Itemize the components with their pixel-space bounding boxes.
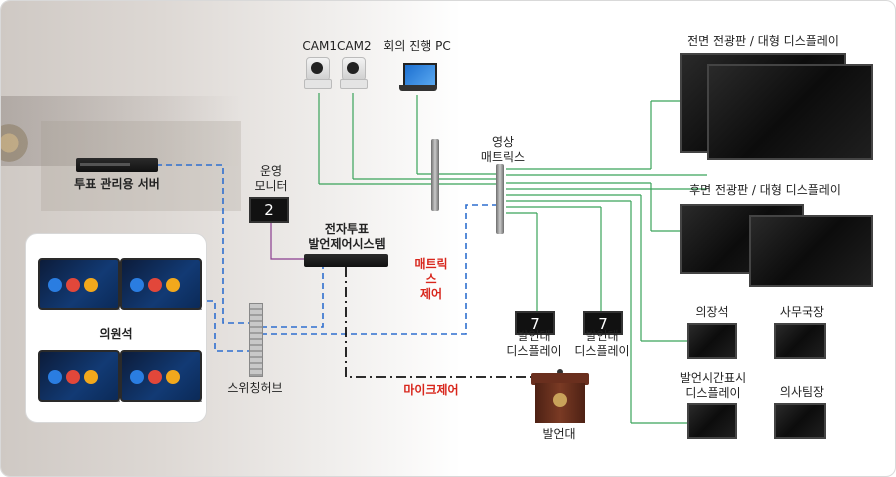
timer-display-label: 발언시간표시 디스플레이 xyxy=(679,371,747,400)
front-display-device xyxy=(707,64,873,160)
abstain-button-icon xyxy=(84,278,98,292)
clerk-display xyxy=(774,403,826,439)
matrix-device xyxy=(496,164,504,234)
podium-display-2-number: 7 xyxy=(598,315,608,333)
members-panel: 의원석 xyxy=(25,233,207,423)
switching-hub-label: 스위칭허브 xyxy=(227,381,283,395)
rear-display-device xyxy=(749,215,873,287)
voting-system-device xyxy=(304,254,388,267)
yes-button-icon xyxy=(48,278,62,292)
video-matrix-label: 영상 매트릭스 xyxy=(480,135,526,164)
member-tablet xyxy=(120,258,202,310)
podium-display-1-label: 발언대 디스플레이 xyxy=(506,329,562,358)
secretariat-label: 사무국장 xyxy=(779,305,825,319)
clerk-label: 의사팀장 xyxy=(779,385,825,399)
cameras-label: CAM1CAM2 xyxy=(302,39,372,53)
microphone-icon xyxy=(557,369,563,375)
abstain-button-icon xyxy=(166,278,180,292)
secretariat-display xyxy=(774,323,826,359)
no-button-icon xyxy=(148,370,162,384)
monitor-line xyxy=(270,223,304,260)
mic-control-label: 마이크제어 xyxy=(403,383,459,397)
rear-display-label: 후면 전광판 / 대형 디스플레이 xyxy=(689,183,841,197)
yes-button-icon xyxy=(130,278,144,292)
emblem-icon xyxy=(553,393,567,407)
voting-system-label: 전자투표 발언제어시스템 xyxy=(308,222,386,251)
meeting-pc-label: 회의 진행 PC xyxy=(383,39,451,53)
switching-hub-device xyxy=(249,303,263,377)
ops-monitor-number: 2 xyxy=(264,201,274,219)
matrix-device xyxy=(431,139,439,211)
podium-display-2-label: 발언대 디스플레이 xyxy=(574,329,630,358)
ops-monitor-label: 운영 모니터 xyxy=(254,164,288,193)
yes-button-icon xyxy=(48,370,62,384)
member-tablet xyxy=(120,350,202,402)
abstain-button-icon xyxy=(84,370,98,384)
timer-display-device xyxy=(687,403,737,439)
no-button-icon xyxy=(66,278,80,292)
podium-display-2-device: 7 xyxy=(583,311,623,335)
ops-monitor-device: 2 xyxy=(249,197,289,223)
podium-label: 발언대 xyxy=(542,427,576,441)
chair-seat-label: 의장석 xyxy=(695,305,729,319)
matrix-control-label: 매트릭 스 제어 xyxy=(414,257,448,301)
laptop-icon xyxy=(399,63,437,93)
chamber-background-shade xyxy=(1,96,241,166)
front-display-label: 전면 전광판 / 대형 디스플레이 xyxy=(687,34,839,48)
vote-server-device xyxy=(76,158,158,172)
mic-control-line xyxy=(345,267,541,378)
member-tablet xyxy=(38,350,120,402)
yes-button-icon xyxy=(130,370,144,384)
abstain-button-icon xyxy=(166,370,180,384)
video-lines xyxy=(318,93,707,424)
members-label: 의원석 xyxy=(99,327,133,341)
podium-display-1-device: 7 xyxy=(515,311,555,335)
no-button-icon xyxy=(148,278,162,292)
camera-icon xyxy=(304,57,332,89)
podium-device xyxy=(531,369,589,423)
no-button-icon xyxy=(66,370,80,384)
chair-seat-display xyxy=(687,323,737,359)
member-tablet xyxy=(38,258,120,310)
vote-server-label: 투표 관리용 서버 xyxy=(74,177,160,191)
podium-display-1-number: 7 xyxy=(530,315,540,333)
camera-icon xyxy=(340,57,368,89)
